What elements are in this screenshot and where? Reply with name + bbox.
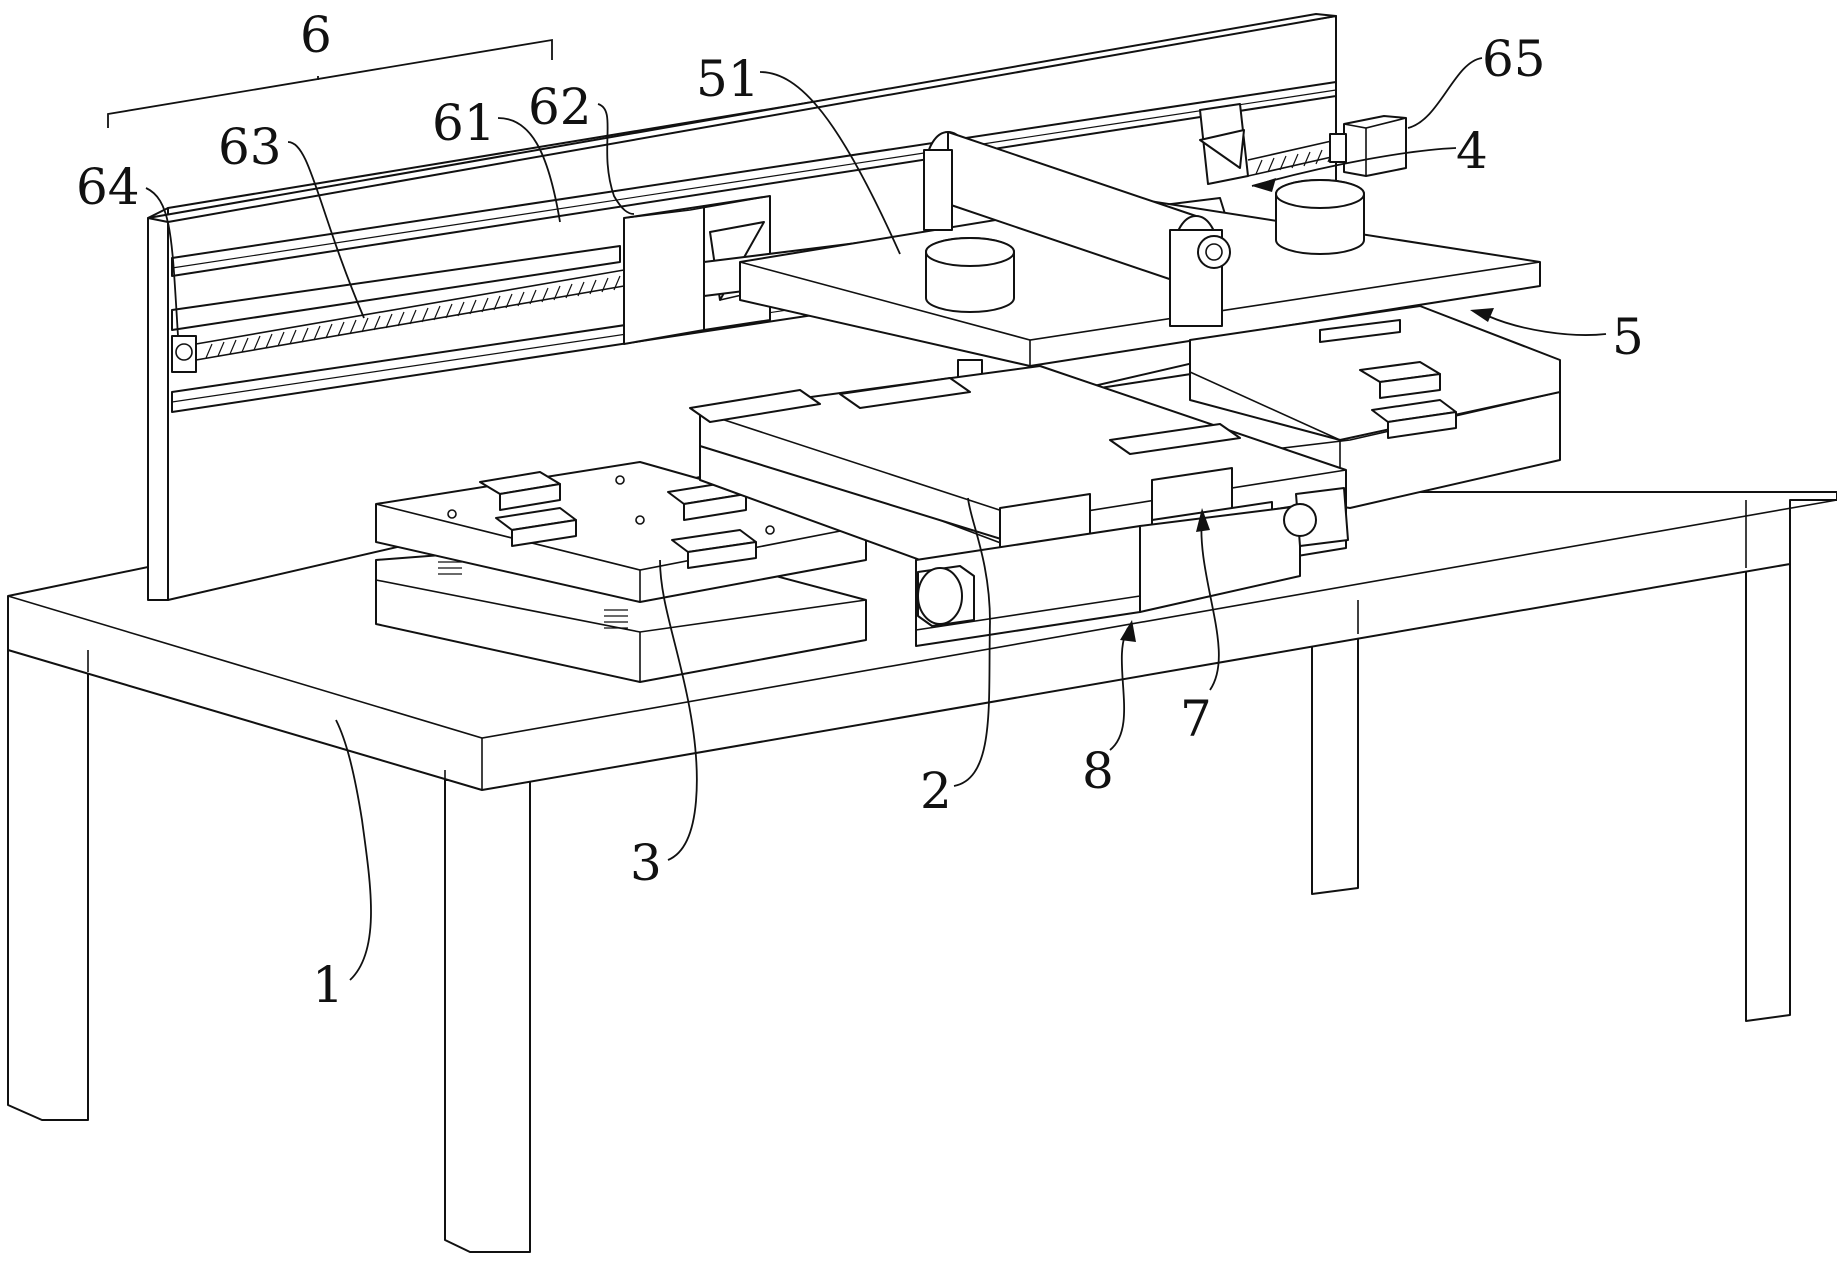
- label-63: 63: [218, 118, 282, 176]
- label-8: 8: [1082, 742, 1114, 800]
- arrow-5: [1470, 308, 1494, 322]
- right-mold: [1099, 305, 1561, 509]
- lead-screw: [195, 269, 625, 361]
- label-2: 2: [920, 762, 952, 820]
- label-65: 65: [1482, 30, 1546, 88]
- reference-labels: 6 62 61 63 64 51 65 4 5 7 8 2 3 1: [76, 6, 1644, 1014]
- label-5: 5: [1612, 308, 1644, 366]
- arrow-7: [1196, 508, 1210, 532]
- label-64: 64: [76, 158, 140, 216]
- label-3: 3: [630, 834, 662, 892]
- roller: [923, 131, 1231, 327]
- table-leg-front-middle: [444, 779, 531, 1253]
- lead-screw-right: [1247, 139, 1337, 177]
- arrow-8: [1120, 620, 1136, 642]
- cylinder-left: [925, 237, 1015, 313]
- table-leg-front-right: [1745, 561, 1791, 1022]
- bracket-6: [107, 38, 553, 128]
- label-61: 61: [432, 94, 496, 152]
- label-6: 6: [300, 6, 332, 64]
- table-leg-front-left-a: [7, 649, 89, 1121]
- guide-rail-mid: [171, 245, 621, 331]
- drive-motor: [1329, 115, 1407, 177]
- arrow-4: [1252, 178, 1276, 192]
- table-leg-back-right: [1311, 633, 1359, 895]
- label-1: 1: [312, 956, 344, 1014]
- label-4: 4: [1456, 122, 1488, 180]
- left-mold: [375, 461, 867, 683]
- center-mold: [689, 365, 1349, 647]
- label-7: 7: [1180, 690, 1212, 748]
- back-board: [147, 207, 169, 601]
- cylinder-right: [1275, 179, 1365, 255]
- label-62: 62: [528, 78, 592, 136]
- label-51: 51: [696, 50, 760, 108]
- top-rail: [147, 13, 1337, 223]
- transfer-mechanism: [703, 131, 1541, 457]
